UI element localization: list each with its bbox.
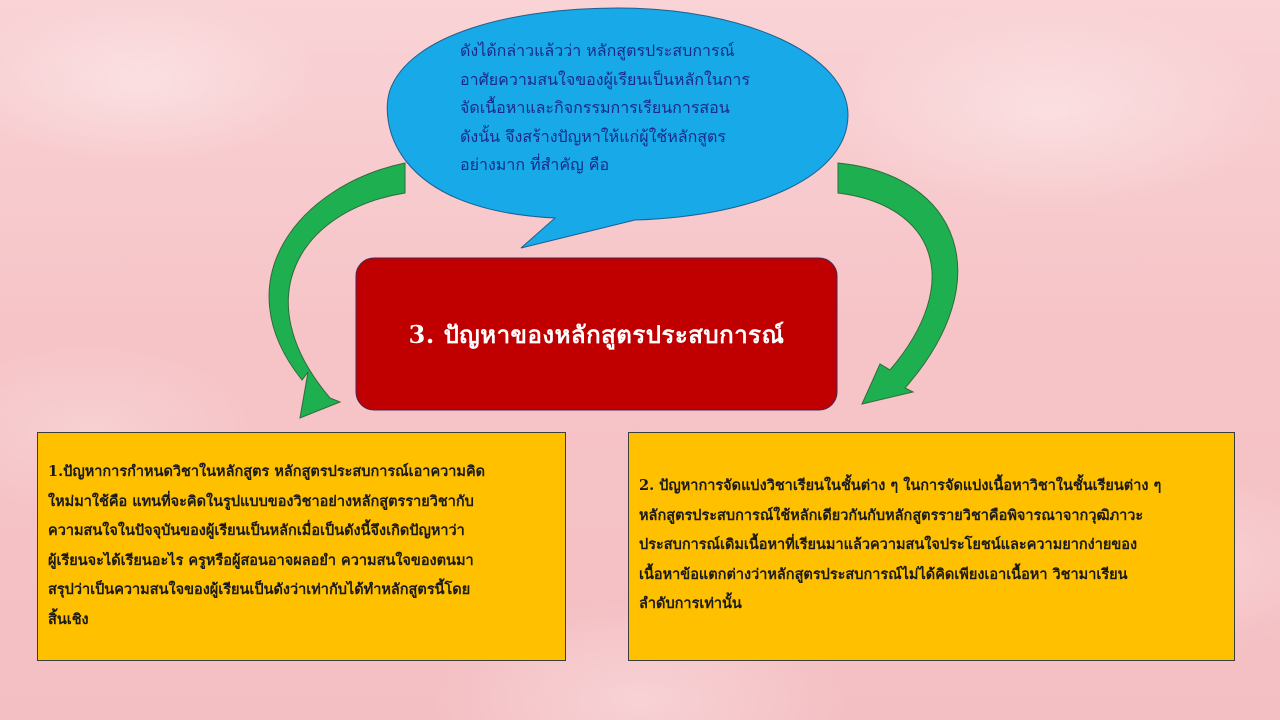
- left-curved-arrow: [268, 162, 406, 419]
- right-box-text: 2. ปัญหาการจัดแบ่งวิชาเรียนในชั้นต่าง ๆ …: [639, 477, 1162, 612]
- right-info-box: 2. ปัญหาการจัดแบ่งวิชาเรียนในชั้นต่าง ๆ …: [628, 432, 1235, 661]
- left-box-text: 1.ปัญหาการกำหนดวิชาในหลักสูตร หลักสูตรปร…: [48, 463, 486, 628]
- bubble-text: ดังได้กล่าวแล้วว่า หลักสูตรประสบการณ์ อา…: [460, 41, 750, 175]
- title-box-shape: [355, 257, 838, 411]
- slide-title: 3. ปัญหาของหลักสูตรประสบการณ์: [408, 319, 785, 349]
- speech-bubble: [386, 7, 849, 249]
- left-info-box: 1.ปัญหาการกำหนดวิชาในหลักสูตร หลักสูตรปร…: [37, 432, 566, 661]
- right-curved-arrow: [837, 162, 959, 405]
- title-box: 3. ปัญหาของหลักสูตรประสบการณ์: [356, 258, 837, 410]
